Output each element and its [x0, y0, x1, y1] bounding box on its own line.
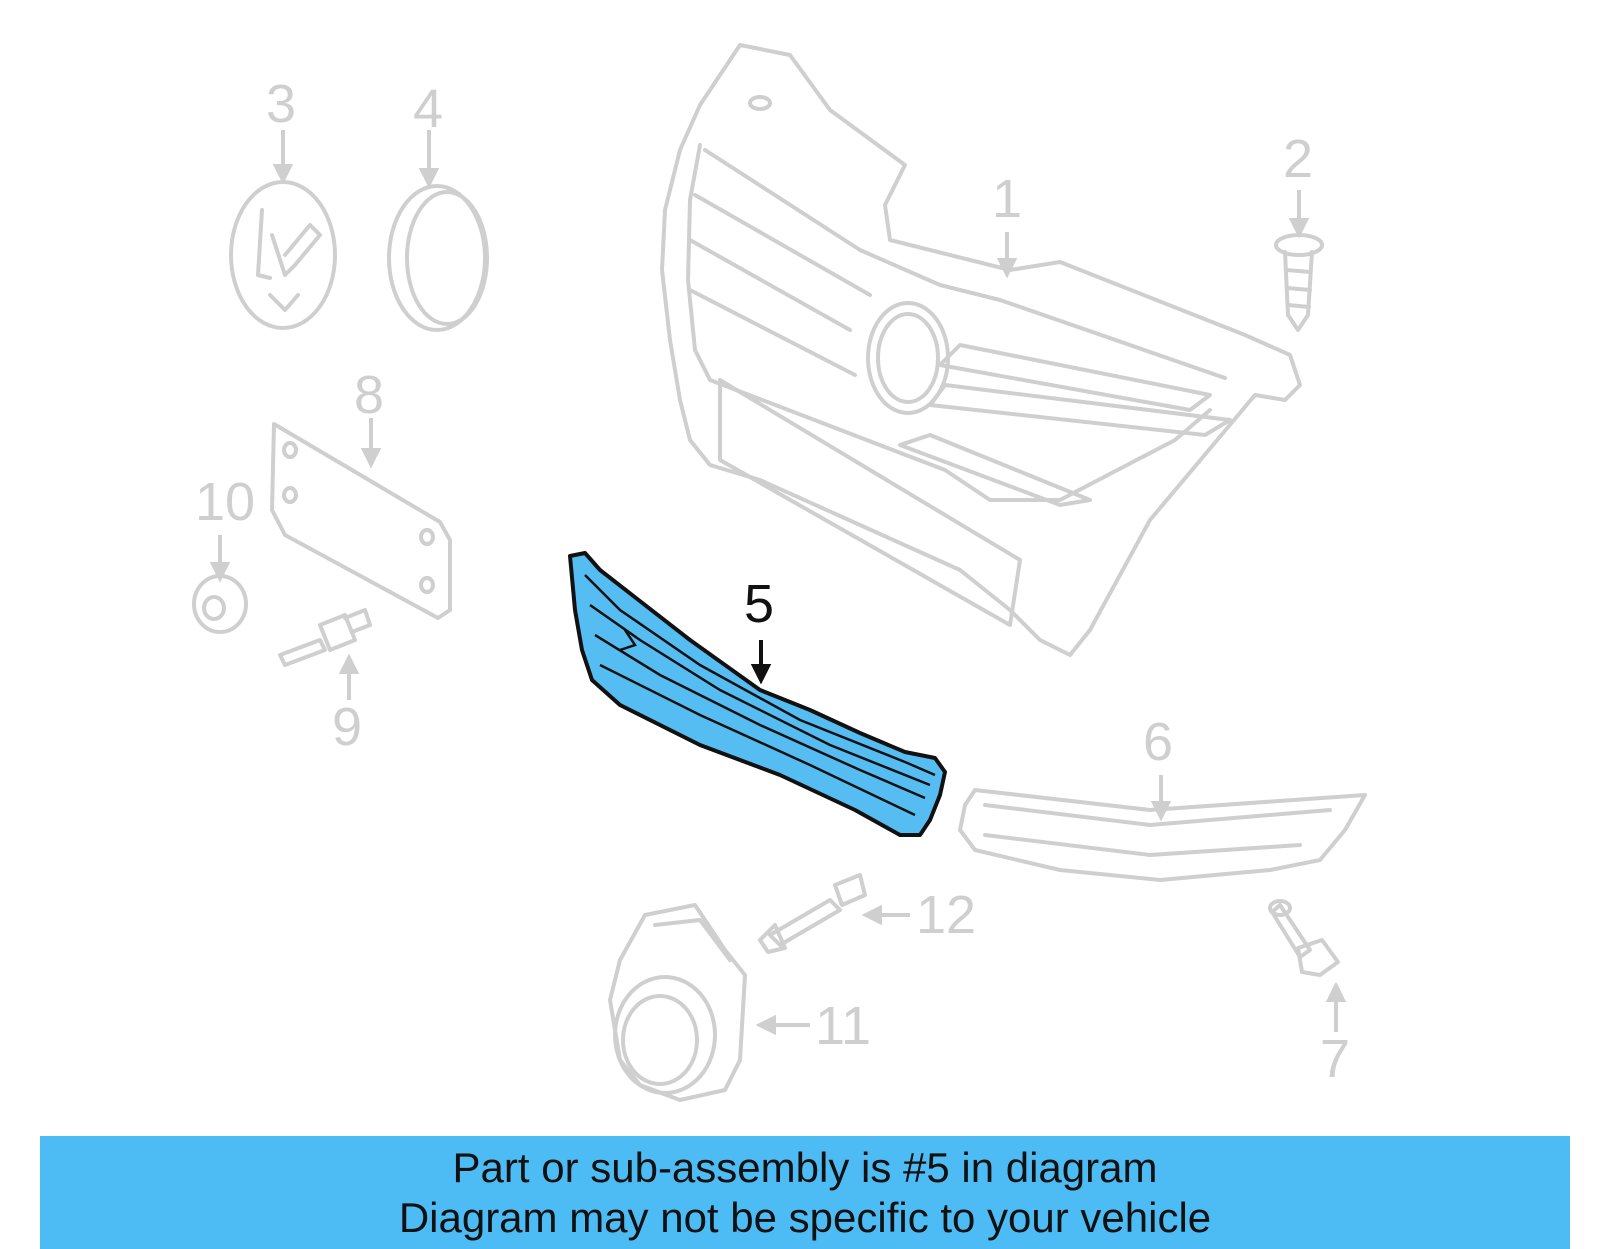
- banner-line-2: Diagram may not be specific to your vehi…: [398, 1193, 1212, 1241]
- part-10-nut: [192, 574, 248, 634]
- callout-1: 1: [992, 169, 1022, 229]
- callout-6: 6: [1143, 712, 1173, 772]
- leader-arrows: [209, 130, 1347, 1036]
- callout-9: 9: [332, 697, 362, 757]
- callout-3: 3: [266, 74, 296, 134]
- part-2-clip: [1274, 233, 1324, 332]
- part-12-connector: [758, 873, 867, 954]
- part-3-emblem: [229, 180, 337, 330]
- callout-8: 8: [354, 365, 384, 425]
- callout-10: 10: [195, 472, 255, 532]
- callout-11: 11: [815, 996, 871, 1056]
- part-6-strip: [958, 788, 1367, 882]
- info-banner: Part or sub-assembly is #5 in diagram Di…: [40, 1136, 1570, 1249]
- callout-2: 2: [1283, 129, 1313, 189]
- callout-5: 5: [744, 574, 774, 634]
- callout-12: 12: [916, 885, 976, 945]
- banner-line-1: Part or sub-assembly is #5 in diagram: [452, 1143, 1158, 1191]
- part-5-lower-grille: [568, 551, 947, 837]
- part-9-bolt: [278, 608, 372, 667]
- part-7-bolt: [1268, 899, 1340, 977]
- part-4-ring: [387, 184, 489, 332]
- part-11-sensor: [608, 903, 747, 1102]
- part-8-bracket: [270, 422, 452, 620]
- callout-4: 4: [413, 79, 443, 139]
- callout-7: 7: [1320, 1029, 1350, 1089]
- part-1-grille: [660, 43, 1302, 657]
